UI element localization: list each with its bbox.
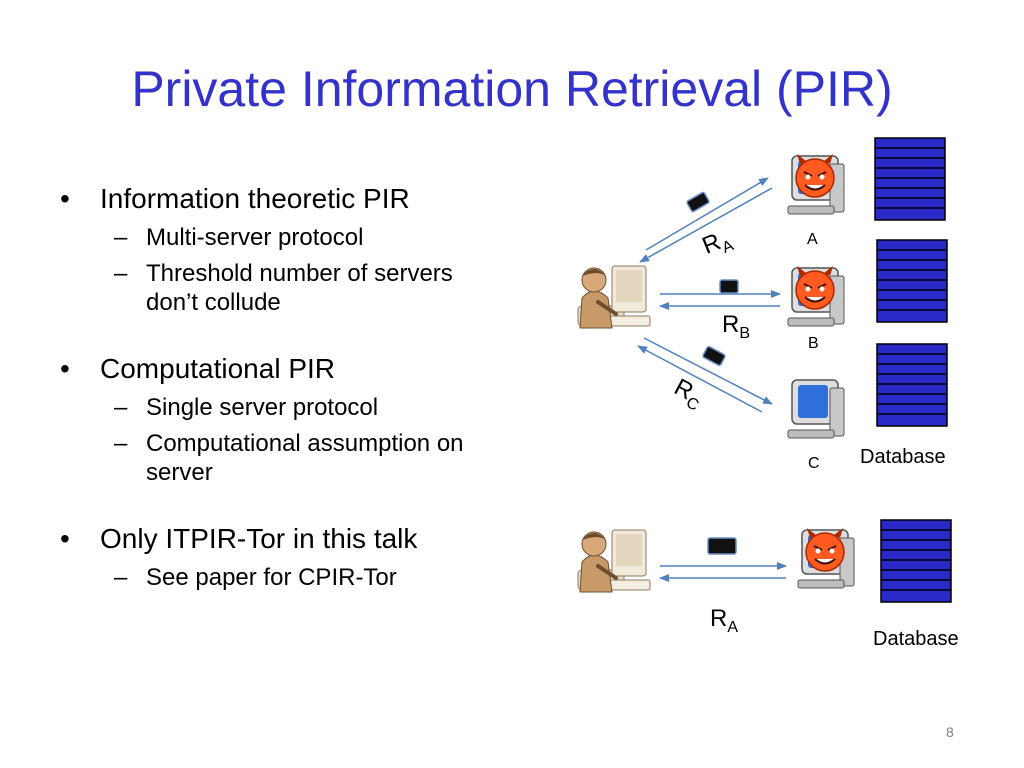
request-label-a: RA: [699, 224, 737, 263]
database-icon: [874, 137, 946, 221]
response-arrow: [639, 187, 773, 263]
sub-bullet-item: – Multi-server protocol: [56, 224, 576, 253]
dash-icon: –: [114, 260, 128, 288]
sub-bullet-text: Multi-server protocol: [146, 223, 364, 251]
response-arrow: [637, 345, 763, 413]
sub-bullet-text: See paper for CPIR-Tor: [146, 563, 397, 591]
database-icon: [876, 343, 948, 427]
request-label-b: RB: [722, 311, 750, 342]
database-icon: [880, 519, 952, 603]
sub-bullet-text: Single server protocol: [146, 393, 379, 421]
page-number: 8: [946, 724, 954, 740]
user-icon: [576, 264, 652, 330]
message-icon: [707, 537, 737, 555]
bullet-text: Information theoretic PIR: [100, 183, 410, 214]
devil-server-icon: [798, 528, 854, 588]
database-icon: [876, 239, 948, 323]
sub-bullet-item: – Single server protocol: [56, 394, 576, 423]
bullet-list: • Information theoretic PIR – Multi-serv…: [56, 182, 576, 592]
database-label: Database: [860, 446, 946, 468]
devil-server-icon: [788, 266, 844, 326]
server-icon: [787, 379, 845, 439]
sub-bullet-item: – See paper for CPIR-Tor: [56, 564, 576, 593]
bullet-text: Only ITPIR-Tor in this talk: [100, 522, 418, 554]
server-label-a: A: [807, 231, 818, 248]
sub-bullet-text: Computational assumption on: [146, 430, 464, 458]
sub-bullet-text: don’t collude: [146, 289, 281, 317]
server-label-b: B: [808, 335, 819, 352]
message-icon: [719, 279, 739, 294]
bullet-text: Computational PIR: [100, 352, 336, 384]
devil-server-icon: [788, 154, 844, 214]
user-icon: [576, 528, 652, 594]
request-arrow: [643, 337, 773, 405]
bullet-icon: •: [60, 352, 70, 384]
request-arrow: [645, 177, 769, 251]
message-icon: [702, 345, 726, 367]
request-label-single: RA: [710, 605, 738, 636]
dash-icon: –: [114, 393, 128, 421]
dash-icon: –: [114, 430, 128, 458]
bullet-icon: •: [60, 522, 70, 554]
sub-bullet-item: – Computational assumption on server: [56, 430, 576, 488]
dash-icon: –: [114, 563, 128, 591]
bullet-icon: •: [60, 183, 70, 214]
slide-title: Private Information Retrieval (PIR): [131, 61, 893, 117]
sub-bullet-text: server: [146, 459, 213, 487]
server-label-c: C: [808, 455, 820, 472]
database-label: Database: [873, 628, 959, 650]
sub-bullet-item: – Threshold number of servers don’t coll…: [56, 260, 576, 318]
bullet-item: • Only ITPIR-Tor in this talk: [56, 522, 576, 556]
sub-bullet-text: Threshold number of servers: [146, 260, 453, 288]
dash-icon: –: [114, 223, 128, 251]
bullet-item: • Computational PIR: [56, 352, 576, 386]
message-icon: [686, 191, 710, 213]
bullet-item: • Information theoretic PIR: [56, 182, 576, 216]
